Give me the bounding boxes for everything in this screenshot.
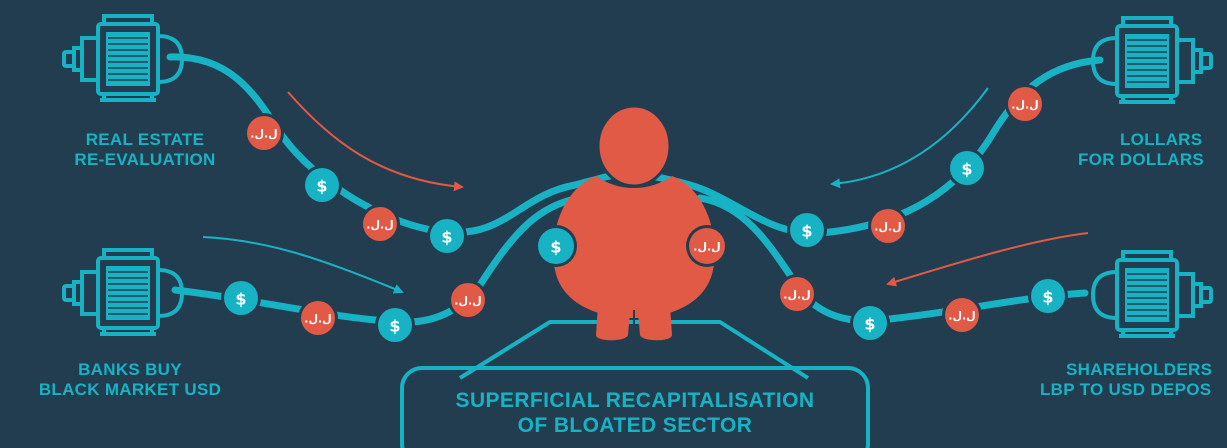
svg-text:.ل.ل: .ل.ل	[874, 221, 901, 234]
pipe-banks-buy	[171, 194, 584, 326]
dollar-coin-icon: $	[947, 148, 987, 188]
dollar-coin-icon: $	[302, 165, 342, 205]
flow-arrow-lollars	[830, 87, 989, 189]
generator-icon	[1090, 250, 1213, 338]
generator-icon	[1090, 16, 1213, 104]
svg-text:$: $	[441, 228, 452, 247]
lira-coin-icon: .ل.ل	[942, 295, 982, 335]
svg-text:.ل.ل: .ل.ل	[693, 241, 720, 254]
dollar-coin-icon: $	[850, 303, 890, 343]
source-shareholders-line1: SHAREHOLDERS	[1066, 360, 1213, 379]
source-lollars-label: LOLLARS FOR DOLLARS	[1078, 130, 1227, 170]
source-shareholders-label: SHAREHOLDERS LBP TO USD DEPOS	[1040, 360, 1227, 400]
pipe-shareholders	[696, 194, 1089, 325]
lira-coin-icon: .ل.ل	[868, 206, 908, 246]
lira-coin-icon: .ل.ل	[686, 225, 728, 267]
source-real-estate-label: REAL ESTATE RE-EVALUATION	[60, 130, 230, 170]
source-real-estate-line1: REAL ESTATE	[85, 130, 205, 149]
dollar-coin-icon: $	[375, 305, 415, 345]
flow-arrow-banks-buy	[202, 236, 404, 294]
flow-arrow-shareholders	[886, 232, 1089, 287]
flow-arrow-real-estate	[287, 91, 464, 192]
svg-text:$: $	[389, 317, 400, 336]
lira-coin-icon: .ل.ل	[360, 204, 400, 244]
source-real-estate-line2: RE-EVALUATION	[74, 150, 216, 169]
svg-text:$: $	[235, 290, 246, 309]
svg-text:.ل.ل: .ل.ل	[1011, 99, 1038, 112]
svg-text:$: $	[801, 222, 812, 241]
bloated-figure-icon	[553, 104, 715, 341]
svg-text:$: $	[961, 160, 972, 179]
svg-text:.ل.ل: .ل.ل	[250, 128, 277, 141]
caption: SUPERFICIAL RECAPITALISATION OF BLOATED …	[400, 388, 870, 438]
svg-text:.ل.ل: .ل.ل	[454, 295, 481, 308]
dollar-coin-icon: $	[1028, 276, 1068, 316]
dollar-coin-icon: $	[427, 216, 467, 256]
dollar-coin-icon: $	[221, 278, 261, 318]
svg-text:$: $	[864, 315, 875, 334]
source-banks-buy-line2: BLACK MARKET USD	[38, 380, 222, 399]
lira-coin-icon: .ل.ل	[1005, 84, 1045, 124]
caption-line1: SUPERFICIAL RECAPITALISATION	[455, 389, 815, 412]
dollar-coin-icon: $	[535, 225, 577, 267]
caption-line2: OF BLOATED SECTOR	[517, 414, 753, 437]
source-banks-buy-label: BANKS BUY BLACK MARKET USD	[0, 360, 260, 400]
lira-coin-icon: .ل.ل	[448, 280, 488, 320]
svg-text:.ل.ل: .ل.ل	[366, 219, 393, 232]
lira-coin-icon: .ل.ل	[777, 274, 817, 314]
lira-coin-icon: .ل.ل	[298, 298, 338, 338]
svg-text:.ل.ل: .ل.ل	[948, 310, 975, 323]
svg-text:.ل.ل: .ل.ل	[304, 313, 331, 326]
lira-coin-icon: .ل.ل	[244, 113, 284, 153]
generator-icon	[62, 14, 185, 102]
generator-icon	[62, 248, 185, 336]
svg-text:$: $	[550, 238, 561, 257]
coins: .ل.ل $ .ل.ل $ $ .ل.ل $ .ل.ل $ .ل.ل .ل.ل $ .ل.ل $ .ل.ل $…	[221, 84, 1068, 345]
svg-text:$: $	[1042, 288, 1053, 307]
dollar-coin-icon: $	[787, 210, 827, 250]
svg-text:.ل.ل: .ل.ل	[783, 289, 810, 302]
source-lollars-line2: FOR DOLLARS	[1078, 150, 1205, 169]
caption-box	[400, 366, 870, 448]
source-lollars-line1: LOLLARS	[1120, 130, 1203, 149]
source-shareholders-line2: LBP TO USD DEPOS	[1040, 380, 1212, 399]
svg-text:$: $	[316, 177, 327, 196]
pipe-real-estate	[166, 53, 614, 237]
source-banks-buy-line1: BANKS BUY	[78, 360, 182, 379]
